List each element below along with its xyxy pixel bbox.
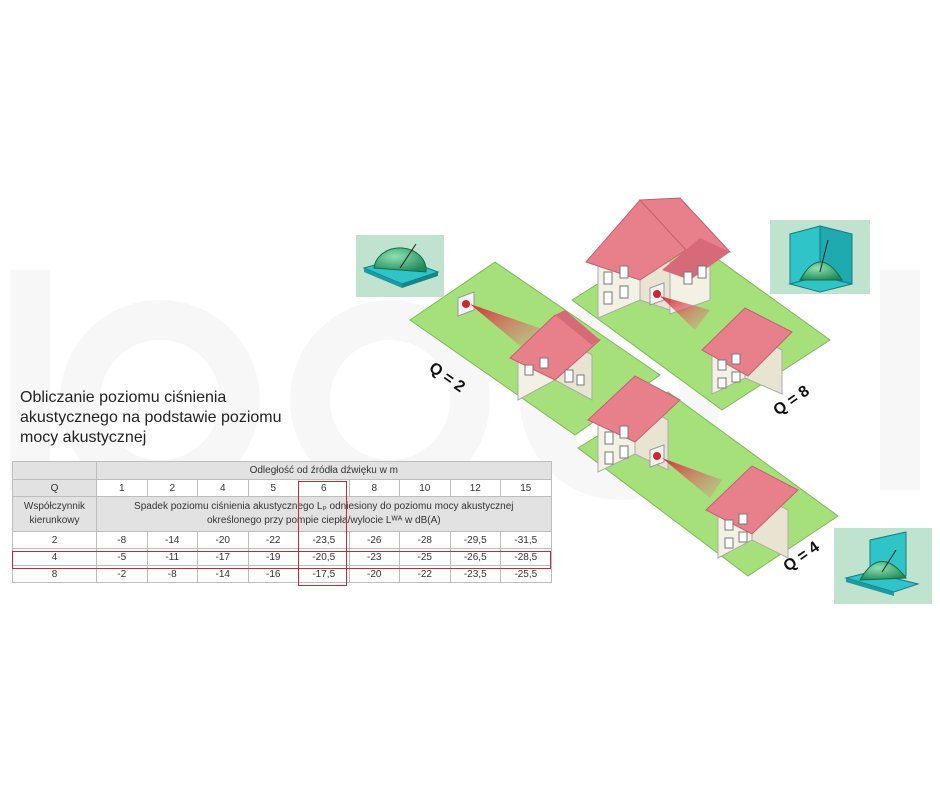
description-line-2: określonego przy pompie ciepła/wylocie L…: [206, 515, 441, 526]
q-cell: 2: [12, 531, 97, 549]
table-row: 4 -5 -11 -17 -19 -20,5 -23 -25 -26,5 -28…: [12, 548, 552, 566]
q-cell: 4: [12, 548, 97, 566]
scene-q8: Q = 8: [571, 197, 831, 419]
value-cell: -5: [96, 548, 148, 566]
value-cell: -14: [146, 531, 198, 549]
distance-cell: 10: [399, 479, 451, 497]
value-cell: -26: [348, 531, 400, 549]
value-cell: -23,5: [298, 531, 350, 549]
q-label: Q: [12, 479, 97, 497]
house-icon: [509, 310, 601, 401]
table-row: 8 -2 -8 -14 -16 -17,5 -20 -22 -23,5 -25,…: [12, 565, 552, 583]
distance-cell: 6: [298, 479, 350, 497]
q-cell: 8: [12, 565, 97, 583]
sound-beam-icon: [662, 458, 722, 498]
value-cell: -20,5: [298, 548, 350, 566]
value-cell: -20: [348, 565, 400, 583]
distance-cell: 1: [96, 479, 148, 497]
value-cell: -11: [146, 548, 198, 566]
distance-row: Q 1 2 4 5 6 8 10 12 15: [12, 479, 552, 497]
value-cell: -28: [399, 531, 451, 549]
hemisphere-icon: [356, 235, 444, 297]
description-cell: Spadek poziomu ciśnienia akustycznego Lₚ…: [96, 496, 552, 532]
value-cell: -8: [146, 565, 198, 583]
value-cell: -22: [247, 531, 299, 549]
value-cell: -25: [399, 548, 451, 566]
value-cell: -16: [247, 565, 299, 583]
house-icon: [585, 197, 732, 319]
scene-q4: Q = 4: [577, 375, 839, 577]
house-icon: [587, 375, 681, 473]
factor-label-line-2: kierunkowy: [29, 515, 80, 526]
attenuation-table: Odległość od źródła dźwięku w m Q 1 2 4 …: [12, 461, 552, 583]
directivity-illustration: Q = 2: [356, 197, 932, 604]
table-row: 2 -8 -14 -20 -22 -23,5 -26 -28 -29,5 -31…: [12, 531, 552, 549]
sound-beam-icon: [660, 296, 710, 330]
quarter-dome-icon: [834, 528, 932, 604]
section-title: Obliczanie poziomu ciśnienia akustyczneg…: [20, 388, 320, 448]
distance-cell: 4: [197, 479, 249, 497]
description-row: Współczynnik kierunkowy Spadek poziomu c…: [12, 496, 552, 532]
sound-beam-icon: [470, 304, 545, 350]
value-cell: -17,5: [298, 565, 350, 583]
distance-cell: 2: [146, 479, 198, 497]
empty-corner-cell: [12, 461, 97, 480]
q2-label: Q = 2: [426, 359, 468, 396]
heat-pump-unit-icon: [457, 291, 475, 317]
house-icon: [705, 465, 799, 559]
factor-label: Współczynnik kierunkowy: [12, 496, 97, 532]
value-cell: -17: [197, 548, 249, 566]
title-line-2: akustycznego na podstawie poziomu: [20, 409, 282, 426]
house-icon: [701, 307, 793, 395]
value-cell: -31,5: [500, 531, 552, 549]
value-cell: -20: [197, 531, 249, 549]
value-cell: -8: [96, 531, 148, 549]
title-line-3: mocy akustycznej: [20, 429, 147, 446]
value-cell: -19: [247, 548, 299, 566]
value-cell: -22: [399, 565, 451, 583]
value-cell: -23,5: [449, 565, 501, 583]
value-cell: -25,5: [500, 565, 552, 583]
scene-q2: Q = 2: [409, 261, 661, 436]
corner-dome-icon: [770, 220, 870, 294]
description-line-1: Spadek poziomu ciśnienia akustycznego Lₚ…: [134, 501, 514, 512]
value-cell: -14: [197, 565, 249, 583]
value-cell: -2: [96, 565, 148, 583]
distance-header: Odległość od źródła dźwięku w m: [96, 461, 552, 480]
table-header-row: Odległość od źródła dźwięku w m: [12, 461, 552, 480]
distance-cell: 15: [500, 479, 552, 497]
value-cell: -29,5: [449, 531, 501, 549]
factor-label-line-1: Współczynnik: [23, 501, 86, 512]
title-line-1: Obliczanie poziomu ciśnienia: [20, 389, 227, 406]
distance-cell: 5: [247, 479, 299, 497]
